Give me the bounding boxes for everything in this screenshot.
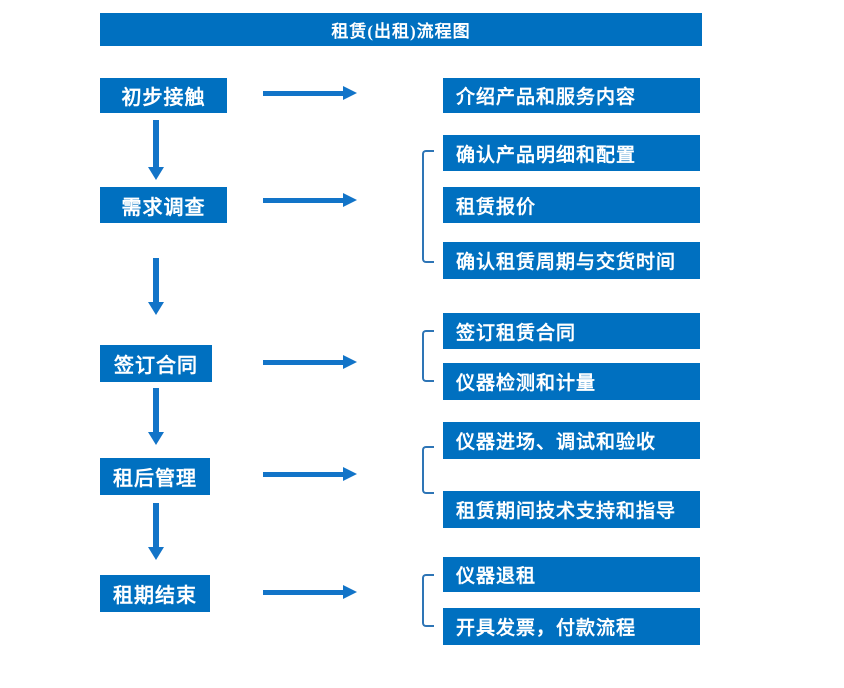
bracket-icon	[422, 330, 434, 382]
detail-box-instrument-setup-acceptance: 仪器进场、调试和验收	[443, 422, 700, 459]
detail-box-confirm-product-config: 确认产品明细和配置	[443, 135, 700, 171]
detail-box-rental-quotation: 租赁报价	[443, 187, 700, 223]
detail-box-instrument-return: 仪器退租	[443, 557, 700, 592]
arrow-down-icon	[148, 120, 164, 180]
detail-box-instrument-testing: 仪器检测和计量	[443, 363, 700, 400]
arrow-right-icon	[263, 355, 357, 369]
detail-box-confirm-period-delivery: 确认租赁周期与交货时间	[443, 242, 700, 279]
bracket-icon	[422, 150, 434, 263]
step-box-rental-end: 租期结束	[100, 575, 210, 612]
flowchart-title: 租赁(出租)流程图	[100, 13, 702, 46]
arrow-right-icon	[263, 467, 357, 481]
arrow-down-icon	[148, 258, 164, 315]
arrow-down-icon	[148, 503, 164, 560]
arrow-right-icon	[263, 585, 357, 599]
detail-box-introduce-products: 介绍产品和服务内容	[443, 78, 700, 113]
bracket-icon	[422, 446, 434, 494]
detail-box-invoice-payment: 开具发票，付款流程	[443, 608, 700, 645]
arrow-right-icon	[263, 193, 357, 207]
step-box-initial-contact: 初步接触	[100, 78, 227, 113]
bracket-icon	[422, 574, 434, 627]
detail-box-sign-rental-contract: 签订租赁合同	[443, 313, 700, 349]
step-box-demand-survey: 需求调查	[100, 187, 227, 223]
arrow-right-icon	[263, 86, 357, 100]
arrow-down-icon	[148, 388, 164, 445]
step-box-sign-contract: 签订合同	[100, 345, 212, 382]
detail-box-technical-support: 租赁期间技术支持和指导	[443, 491, 700, 528]
step-box-post-rental-management: 租后管理	[100, 458, 210, 495]
